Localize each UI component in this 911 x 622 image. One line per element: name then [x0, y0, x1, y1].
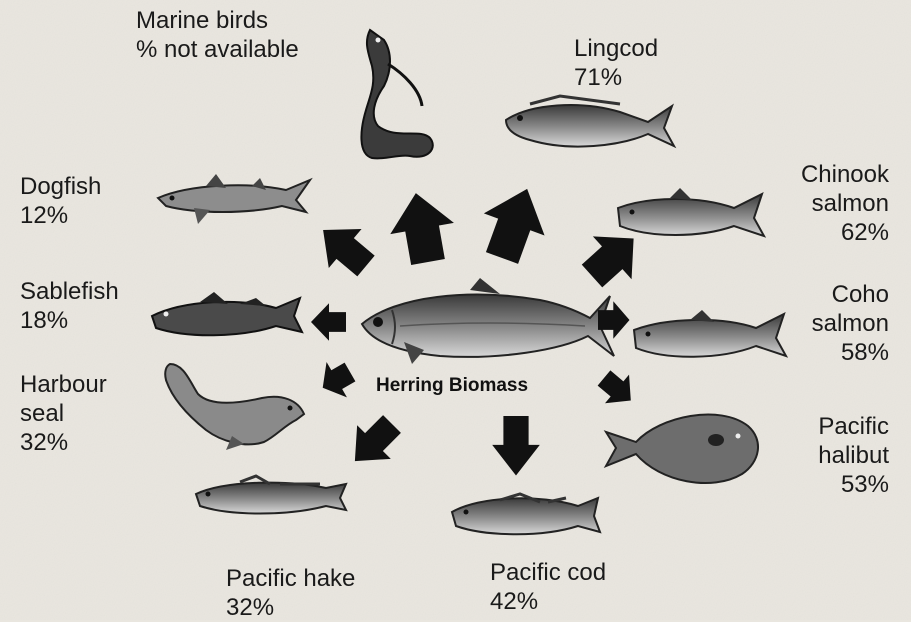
harbour-seal-label: Harbour seal 32%: [20, 370, 107, 457]
dogfish-pct: 12%: [20, 201, 101, 230]
sablefish-label: Sablefish 18%: [20, 277, 119, 335]
lingcod-label: Lingcod 71%: [574, 34, 658, 92]
pacific-cod-label: Pacific cod 42%: [490, 558, 606, 616]
lingcod-pct: 71%: [574, 63, 658, 92]
pacific-cod-name: Pacific cod: [490, 558, 606, 587]
marine-birds-name: Marine birds: [136, 6, 299, 35]
lingcod-name: Lingcod: [574, 34, 658, 63]
marine-birds-pct: % not available: [136, 35, 299, 64]
sablefish-pct: 18%: [20, 306, 119, 335]
pacific-halibut-name: Pacific halibut: [818, 412, 889, 470]
pacific-halibut-pct: 53%: [818, 470, 889, 499]
coho-salmon-label: Coho salmon 58%: [812, 280, 889, 367]
chinook-salmon-label: Chinook salmon 62%: [801, 160, 889, 247]
pacific-cod-pct: 42%: [490, 587, 606, 616]
harbour-seal-pct: 32%: [20, 428, 107, 457]
harbour-seal-name: Harbour seal: [20, 370, 107, 428]
marine-birds-label: Marine birds % not available: [136, 6, 299, 64]
pacific-hake-label: Pacific hake 32%: [226, 564, 355, 622]
pacific-hake-pct: 32%: [226, 593, 355, 622]
coho-salmon-pct: 58%: [812, 338, 889, 367]
chinook-salmon-name: Chinook salmon: [801, 160, 889, 218]
dogfish-label: Dogfish 12%: [20, 172, 101, 230]
pacific-hake-name: Pacific hake: [226, 564, 355, 593]
herring-biomass-label: Herring Biomass: [376, 375, 528, 397]
pacific-halibut-label: Pacific halibut 53%: [818, 412, 889, 499]
dogfish-name: Dogfish: [20, 172, 101, 201]
chinook-salmon-pct: 62%: [801, 218, 889, 247]
coho-salmon-name: Coho salmon: [812, 280, 889, 338]
sablefish-name: Sablefish: [20, 277, 119, 306]
